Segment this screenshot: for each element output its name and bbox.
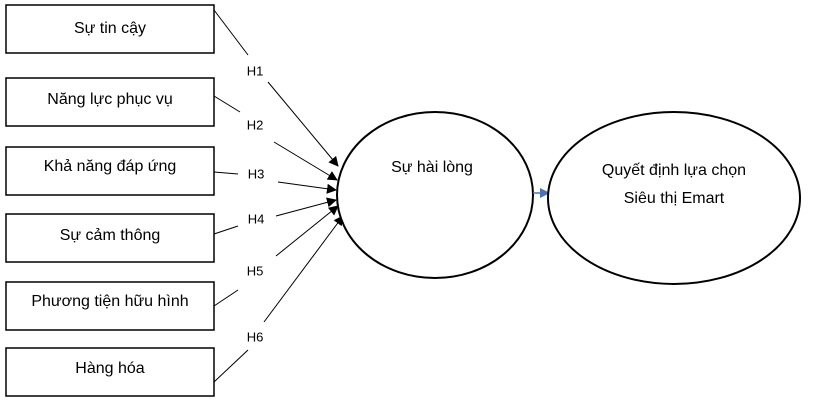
factor-box-4: Sự cảm thông bbox=[5, 213, 215, 263]
factor-label-6: Hàng hóa bbox=[75, 360, 144, 377]
hypothesis-label-h3: H3 bbox=[248, 166, 265, 181]
path-h3: H3 bbox=[213, 166, 337, 194]
hypothesis-label-h6: H6 bbox=[247, 329, 264, 344]
factor-box-1: Sự tin cậy bbox=[5, 4, 215, 54]
factor-label-2: Năng lực phục vụ bbox=[47, 91, 172, 108]
path-h6: H6 bbox=[213, 215, 344, 383]
factor-label-5: Phương tiện hữu hình bbox=[31, 293, 188, 310]
hypothesis-label-h4: H4 bbox=[248, 211, 265, 226]
mediator-ellipse: Sự hài lòng bbox=[336, 111, 534, 279]
factor-box-3: Khả năng đáp ứng bbox=[5, 146, 215, 196]
hypothesis-label-h2: H2 bbox=[247, 117, 264, 132]
factor-label-1: Sự tin cậy bbox=[74, 20, 146, 37]
factor-box-6: Hàng hóa bbox=[5, 347, 215, 397]
hypothesis-label-h5: H5 bbox=[247, 263, 264, 278]
hypothesis-label-h1: H1 bbox=[247, 63, 264, 78]
path-h2: H2 bbox=[213, 95, 338, 181]
outcome-label-line1: Quyết định lựa chọn bbox=[602, 162, 746, 179]
factor-box-5: Phương tiện hữu hình bbox=[5, 281, 215, 331]
outcome-ellipse: Quyết định lựa chọn Siêu thị Emart bbox=[547, 111, 801, 285]
path-h1: H1 bbox=[213, 9, 339, 167]
outcome-label-line2: Siêu thị Emart bbox=[624, 190, 725, 207]
path-h4: H4 bbox=[213, 197, 337, 235]
path-h5: H5 bbox=[213, 205, 339, 307]
mediator-label: Sự hài lòng bbox=[391, 159, 473, 176]
factor-label-4: Sự cảm thông bbox=[60, 227, 161, 244]
factor-box-2: Năng lực phục vụ bbox=[5, 77, 215, 127]
factor-label-3: Khả năng đáp ứng bbox=[44, 158, 177, 175]
